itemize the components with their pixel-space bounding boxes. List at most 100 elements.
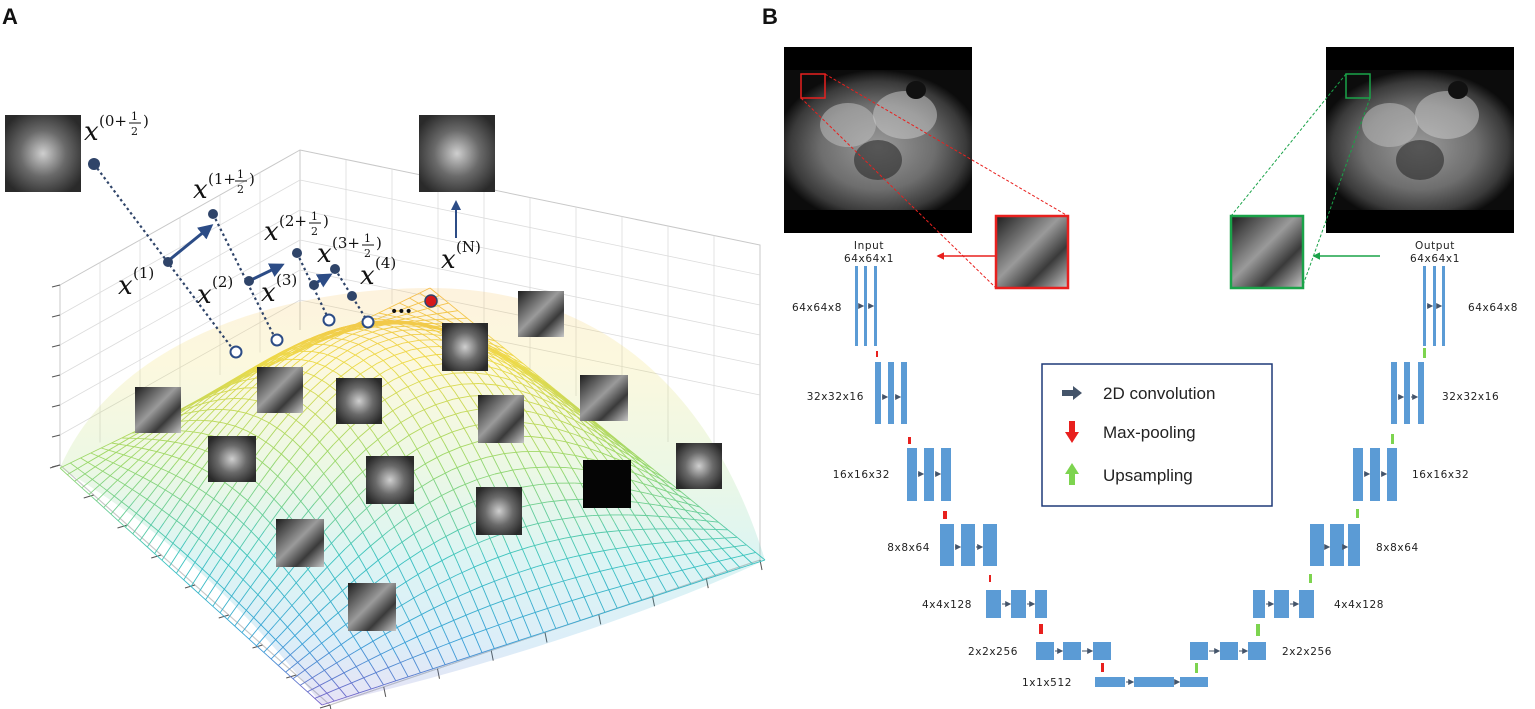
grid-line	[627, 457, 646, 468]
grid-line	[646, 515, 665, 518]
grid-line	[506, 638, 526, 646]
grid-line	[209, 495, 228, 522]
grid-line	[516, 611, 536, 620]
projection-lines	[93, 163, 369, 353]
grid-line	[307, 435, 326, 456]
svg-text:1: 1	[237, 168, 244, 181]
grid-line	[443, 411, 462, 419]
grid-line	[187, 480, 205, 505]
grid-line	[499, 344, 515, 357]
grid-line	[267, 631, 280, 644]
grid-line	[344, 332, 357, 336]
grid-line	[157, 506, 170, 516]
grid-line	[402, 329, 416, 338]
grid-line	[80, 457, 92, 465]
grid-line	[659, 492, 674, 509]
point-x-half0	[88, 158, 100, 170]
grid-line	[82, 455, 99, 466]
grid-line	[691, 549, 710, 554]
grid-line	[343, 351, 362, 363]
grid-line	[346, 350, 360, 358]
grid-line	[284, 413, 303, 434]
grid-line	[325, 382, 339, 393]
grid-line	[402, 329, 420, 331]
grid-line	[419, 329, 437, 332]
grid-line	[681, 501, 701, 508]
grid-line	[538, 383, 556, 395]
grid-line	[157, 465, 175, 486]
grid-line	[259, 427, 278, 450]
grid-line	[335, 346, 353, 359]
grid-line	[268, 606, 281, 620]
grid-line	[235, 516, 248, 528]
grid-line	[143, 439, 161, 456]
grid-line	[266, 596, 285, 618]
svg-text:(3+: (3+	[332, 234, 360, 252]
grid-line	[506, 363, 521, 376]
grid-line	[362, 562, 375, 585]
image-x-half0	[5, 115, 81, 192]
grid-line	[663, 497, 683, 503]
projected-point	[361, 315, 375, 329]
grid-line	[111, 442, 123, 446]
grid-line	[636, 467, 655, 477]
grid-line	[295, 341, 312, 353]
grid-line	[590, 552, 605, 581]
grid-line	[369, 333, 387, 340]
grid-line	[453, 395, 471, 400]
grid-line	[537, 379, 555, 392]
grid-line	[313, 375, 327, 383]
grid-line	[628, 470, 647, 478]
up-arrow	[1356, 509, 1359, 518]
grid-line	[222, 381, 240, 396]
grid-line	[396, 655, 409, 678]
grid-line	[51, 374, 61, 378]
grid-line	[224, 533, 237, 545]
grid-line	[242, 377, 255, 382]
svg-text:1: 1	[311, 210, 318, 223]
grid-line	[269, 444, 282, 455]
grid-line	[237, 562, 256, 589]
grid-line	[443, 298, 459, 312]
thumb-image	[518, 291, 564, 337]
grid-line	[234, 625, 246, 637]
decoder-level-1	[1423, 266, 1445, 346]
grid-line	[522, 399, 541, 406]
grid-line	[554, 394, 569, 408]
grid-line	[324, 590, 343, 608]
grid-line	[168, 540, 187, 568]
grid-line	[737, 551, 756, 558]
grid-line	[420, 644, 434, 669]
up-arrow	[1309, 574, 1312, 583]
grid-line	[727, 565, 747, 573]
grid-line	[628, 514, 647, 516]
grid-line	[380, 644, 400, 655]
grid-line	[655, 474, 670, 488]
decoder-dims-2: 32x32x16	[1442, 391, 1499, 403]
grid-line	[127, 454, 145, 471]
grid-line	[281, 484, 300, 508]
grid-line	[655, 504, 674, 509]
grid-line	[168, 471, 181, 479]
grid-line	[336, 333, 353, 343]
thumb-image	[276, 519, 324, 567]
grid-line	[419, 584, 439, 595]
grid-line	[418, 404, 436, 413]
encoder-dims-4: 8x8x64	[887, 542, 930, 554]
decoder-dims-3: 16x16x32	[1412, 469, 1469, 481]
grid-line	[511, 362, 529, 374]
svg-text:x: x	[317, 239, 332, 269]
grid-line	[574, 419, 593, 430]
grid-line	[314, 607, 327, 624]
grid-line	[234, 599, 247, 611]
grid-line	[246, 362, 264, 374]
grid-line	[311, 350, 324, 354]
grid-line	[327, 327, 345, 335]
grid-line	[124, 484, 137, 493]
grid-line	[183, 553, 201, 581]
grid-line	[409, 557, 423, 583]
surface-thumbnails	[135, 291, 722, 631]
grid-line	[455, 413, 469, 436]
svg-text:): )	[376, 234, 382, 252]
